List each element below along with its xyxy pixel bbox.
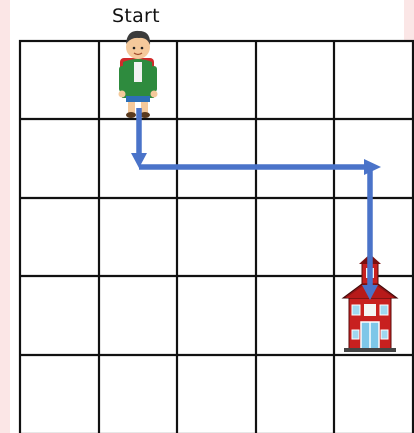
- grid: [20, 41, 413, 433]
